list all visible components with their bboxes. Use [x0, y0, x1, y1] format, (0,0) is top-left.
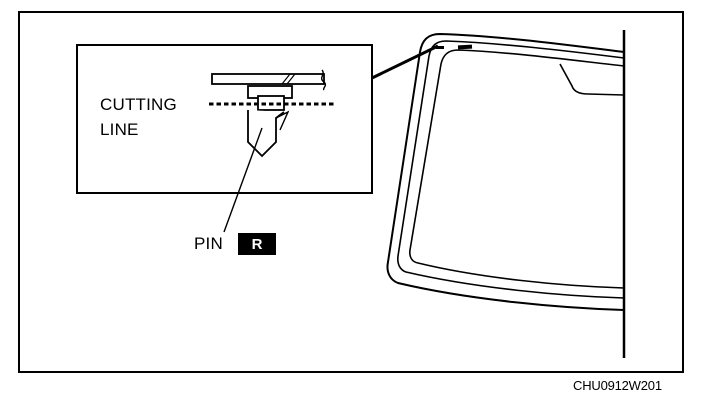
pin-location-mark-small — [436, 46, 444, 49]
windshield-illustration — [386, 30, 626, 358]
pin-body-edge — [275, 110, 290, 131]
plate-hatch — [286, 73, 296, 85]
panel-plate — [211, 73, 325, 85]
windshield-ceramic-band — [409, 49, 625, 289]
cutting-line-label: CUTTING — [100, 95, 177, 114]
windshield-molding-line — [397, 40, 625, 299]
mirror-base-outline — [559, 63, 625, 96]
r-reuse-badge-icon: R — [238, 233, 276, 255]
detail-leader-line — [371, 44, 439, 80]
windshield-outer-edge — [386, 32, 625, 311]
pin-leader-line — [223, 127, 263, 233]
figure-code: CHU0912W201 — [573, 378, 662, 393]
detail-inset-box — [76, 44, 373, 194]
panel-break-mark — [321, 69, 327, 91]
pin-location-mark — [457, 44, 473, 50]
pin-label: PIN — [194, 234, 223, 253]
plate-hatch — [281, 73, 291, 85]
pin-detail-drawing — [209, 69, 336, 158]
cutting-line-label-line2: LINE — [100, 120, 139, 139]
